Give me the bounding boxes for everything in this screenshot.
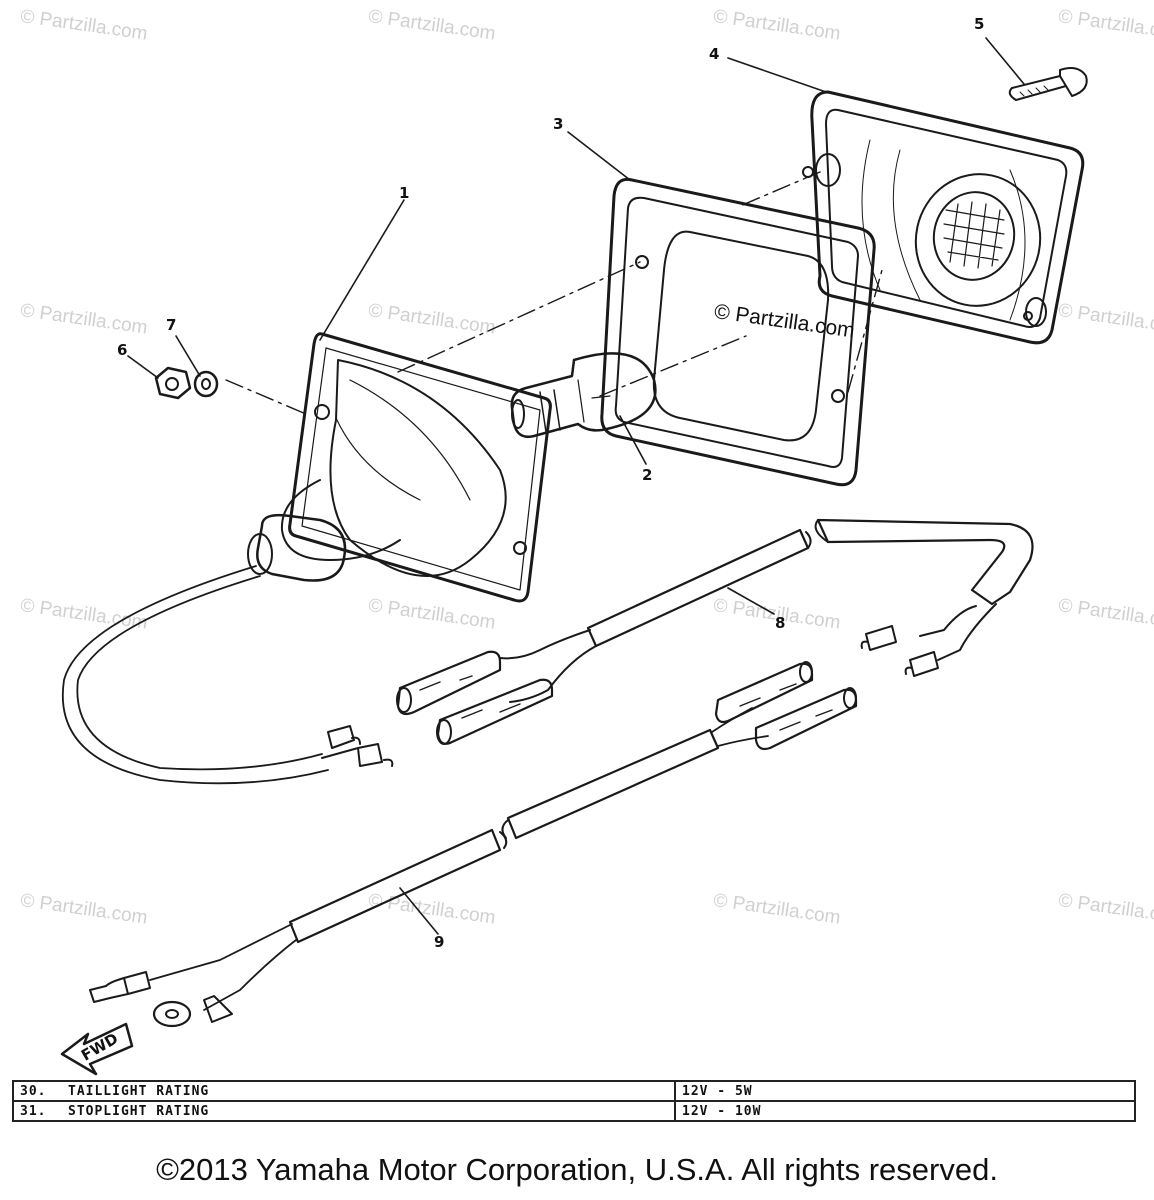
exploded-view-drawing [60,37,1088,1076]
bulb-icon[interactable] [510,352,657,438]
copyright-notice: ©2013 Yamaha Motor Corporation, U.S.A. A… [156,1152,998,1187]
rating-number: 30. [12,1080,62,1102]
rating-value: 12V - 5W [674,1080,1136,1102]
callout-5[interactable]: 5 [974,15,985,33]
taillight-lens-icon[interactable] [802,90,1085,345]
callout-3[interactable]: 3 [553,115,564,133]
washer-icon[interactable] [193,370,219,398]
taillight-housing-icon[interactable] [247,332,552,603]
callout-6[interactable]: 6 [117,341,128,359]
callout-4[interactable]: 4 [709,45,720,63]
forward-arrow-icon [60,1022,134,1076]
lens-gasket-icon[interactable] [600,177,876,487]
callout-leader [127,37,1025,935]
rating-number: 31. [12,1100,62,1122]
table-row: 31. STOPLIGHT RATING 12V - 10W [12,1100,1136,1122]
rating-label: TAILLIGHT RATING [62,1080,676,1102]
callout-1[interactable]: 1 [399,184,410,202]
rating-value: 12V - 10W [674,1100,1136,1122]
wire-harness-icon[interactable] [61,518,1034,785]
table-row: 30. TAILLIGHT RATING 12V - 5W [12,1080,1136,1102]
screw-icon[interactable] [1008,67,1088,101]
rating-label: STOPLIGHT RATING [62,1100,676,1122]
callout-2[interactable]: 2 [642,466,653,484]
callout-7[interactable]: 7 [166,316,177,334]
ratings-table: 30. TAILLIGHT RATING 12V - 5W 31. STOPLI… [12,1080,1136,1122]
wire-harness-icon[interactable] [89,661,858,1028]
nut-icon[interactable] [154,366,192,400]
callout-9[interactable]: 9 [434,933,445,951]
callout-8[interactable]: 8 [775,614,786,632]
assembly-line [225,171,883,415]
